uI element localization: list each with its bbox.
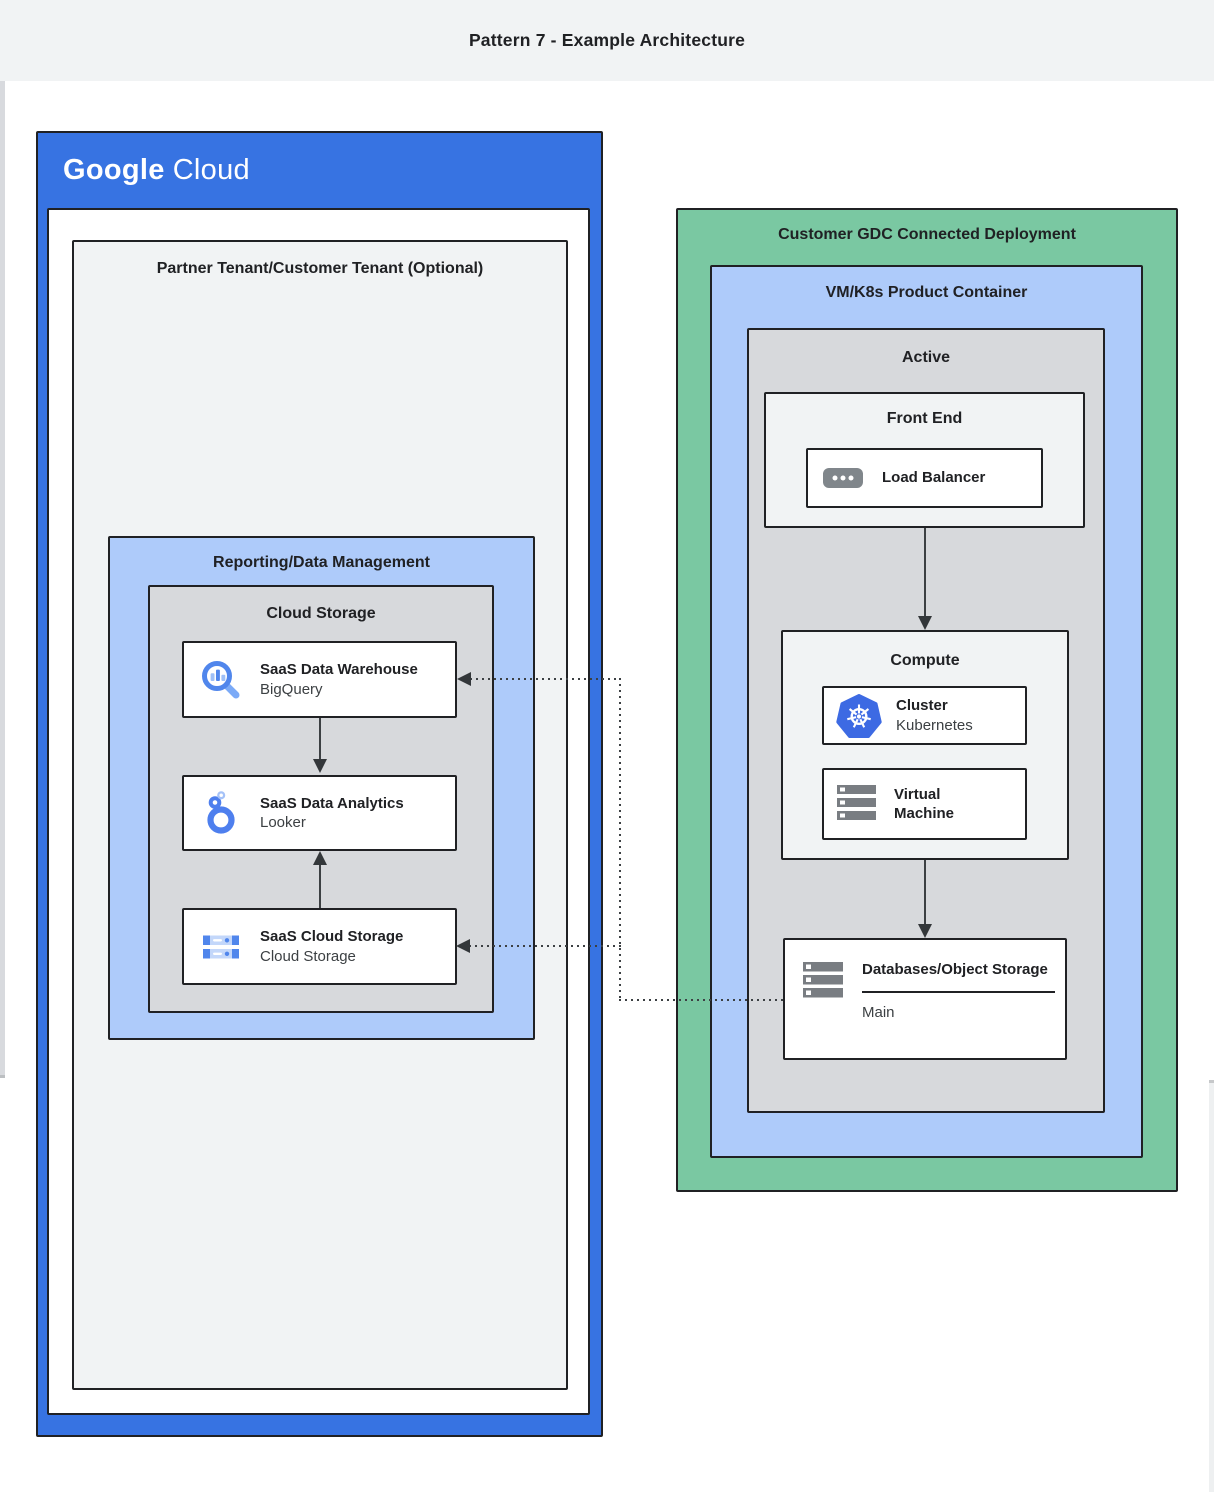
bigquery-icon: [198, 657, 244, 703]
customer-gdc-label: Customer GDC Connected Deployment: [778, 226, 1076, 243]
arrow-frontend-to-compute-line: [924, 528, 926, 618]
cluster-title: Cluster: [896, 697, 948, 715]
arrow-warehouse-to-analytics-head: [313, 759, 327, 773]
active-label: Active: [901, 349, 951, 366]
google-cloud-logo: Google Cloud: [63, 148, 250, 192]
saas-data-analytics-title: SaaS Data Analytics: [260, 794, 404, 812]
databases-object-storage-card: Databases/Object Storage Main: [783, 938, 1067, 1060]
arrow-storage-to-analytics-head: [313, 851, 327, 865]
saas-data-warehouse-subtitle: BigQuery: [260, 680, 323, 698]
kubernetes-icon: [836, 693, 882, 739]
saas-data-warehouse-title: SaaS Data Warehouse: [260, 661, 418, 679]
virtual-machine-title: Virtual Machine: [894, 785, 955, 822]
arrow-compute-to-databases-head: [918, 924, 932, 938]
saas-data-analytics-subtitle: Looker: [260, 814, 306, 831]
dotted-link-vertical-line: [619, 678, 621, 1001]
cloud-storage-icon: [198, 924, 244, 970]
databases-divider: [862, 990, 1055, 993]
dotted-link-to-storage-line: [469, 945, 621, 947]
arrow-storage-to-analytics-line: [319, 864, 321, 908]
vm-k8s-product-container-label: VM/K8s Product Container: [825, 284, 1028, 301]
page-edge-right-tick: [1209, 1080, 1214, 1083]
saas-data-analytics-card: SaaS Data Analytics Looker: [182, 775, 457, 851]
arrow-frontend-to-compute-head: [918, 616, 932, 630]
saas-cloud-storage-card: SaaS Cloud Storage Cloud Storage: [182, 908, 457, 985]
page-edge-left: [0, 81, 5, 1075]
saas-cloud-storage-subtitle: Cloud Storage: [260, 947, 356, 965]
cloud-storage-group-label: Cloud Storage: [266, 605, 376, 622]
google-cloud-logo-google: Google: [63, 153, 165, 186]
compute-label: Compute: [890, 652, 960, 669]
dotted-link-to-databases-line: [619, 999, 783, 1001]
databases-object-storage-title: Databases/Object Storage: [862, 961, 1048, 978]
databases-item-main: Main: [862, 1003, 895, 1021]
cluster-subtitle: Kubernetes: [896, 716, 973, 734]
cluster-card: Cluster Kubernetes: [822, 686, 1027, 745]
saas-data-warehouse-card: SaaS Data Warehouse BigQuery: [182, 641, 457, 718]
diagram-titlebar: Pattern 7 - Example Architecture: [0, 0, 1214, 81]
partner-tenant-label: Partner Tenant/Customer Tenant (Optional…: [156, 260, 484, 277]
page-edge-left-tick: [0, 1075, 5, 1078]
virtual-machine-icon: [836, 784, 878, 824]
saas-cloud-storage-title: SaaS Cloud Storage: [260, 928, 404, 946]
object-storage-icon: [802, 960, 846, 1058]
load-balancer-icon: [822, 466, 866, 490]
front-end-label: Front End: [886, 410, 963, 427]
dotted-link-to-warehouse-line: [470, 678, 621, 680]
arrow-compute-to-databases-line: [924, 860, 926, 926]
arrow-warehouse-to-analytics-line: [319, 718, 321, 761]
looker-icon: [198, 790, 244, 836]
dotted-link-to-storage-head: [456, 939, 470, 953]
load-balancer-title: Load Balancer: [882, 468, 986, 486]
dotted-link-to-warehouse-head: [457, 672, 471, 686]
page-edge-right: [1209, 1083, 1214, 1492]
virtual-machine-card: Virtual Machine: [822, 768, 1027, 840]
diagram-title: Pattern 7 - Example Architecture: [468, 30, 746, 50]
google-cloud-logo-cloud: Cloud: [172, 153, 250, 186]
load-balancer-card: Load Balancer: [806, 448, 1043, 508]
reporting-data-management-label: Reporting/Data Management: [213, 554, 430, 571]
